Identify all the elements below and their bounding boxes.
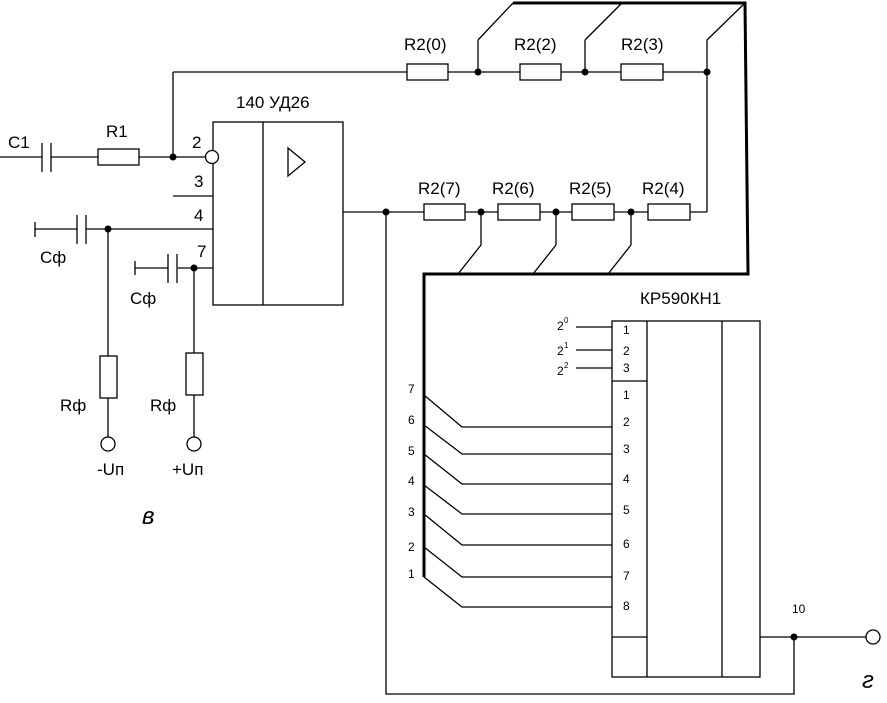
addr-base-1: 2 (557, 344, 564, 358)
r2-0-label: R2(0) (404, 35, 447, 54)
addr-exp-1: 1 (564, 341, 569, 350)
output-pin-label: 10 (792, 602, 806, 616)
panel-label-left: в (142, 503, 155, 530)
r1-resistor (97, 148, 140, 166)
switch-bus (422, 1, 750, 577)
r2-7-resistor (423, 203, 466, 221)
r1-label: R1 (106, 122, 128, 141)
mux-in-7: 7 (623, 569, 630, 583)
bus-label-6: 6 (408, 413, 415, 427)
c1-label: C1 (8, 133, 30, 152)
addr-exp-2: 2 (564, 361, 569, 370)
mux-in-6: 6 (623, 537, 630, 551)
addr-pin-1: 1 (623, 323, 630, 337)
addr-pin-3: 3 (623, 361, 630, 375)
addr-base-0: 2 (557, 319, 564, 333)
plus-supply-label: +Uп (172, 460, 203, 479)
r2-6-resistor (497, 203, 541, 221)
addr-base-2: 2 (557, 364, 564, 378)
pin-2-label: 2 (192, 133, 201, 152)
bus-label-7: 7 (408, 382, 415, 396)
r2-3-resistor (620, 63, 664, 81)
r2-4-resistor (647, 203, 691, 221)
r2-4-label: R2(4) (642, 179, 685, 198)
plus-supply-terminal (186, 436, 202, 452)
r2-3-label: R2(3) (621, 35, 664, 54)
pin-7-label: 7 (197, 242, 206, 261)
filter-capacitor-1 (34, 215, 108, 244)
pin-3-label: 3 (194, 172, 203, 191)
cf-label-1: Cф (40, 248, 66, 267)
panel-label-right: г (862, 667, 874, 694)
inverting-input-bubble (204, 149, 220, 165)
r2-5-resistor (571, 203, 615, 221)
bus-label-4: 4 (408, 474, 415, 488)
bus-label-1: 1 (408, 567, 415, 581)
bus-label-2: 2 (408, 540, 415, 554)
r2-6-label: R2(6) (492, 179, 535, 198)
mux-kp590kh1 (611, 320, 761, 678)
filter-capacitor-2 (134, 254, 178, 283)
r2-7-label: R2(7) (418, 179, 461, 198)
mux-label: КР590КН1 (640, 289, 721, 308)
addr-pin-2: 2 (623, 344, 630, 358)
rf-label-1: Rф (60, 396, 86, 415)
minus-supply-terminal (100, 436, 116, 452)
cf-label-2: Cф (130, 289, 156, 308)
r2-0-resistor (406, 63, 449, 81)
mux-in-2: 2 (623, 415, 630, 429)
input-c1-capacitor (0, 143, 98, 172)
mux-in-1: 1 (623, 388, 630, 402)
r2-2-resistor (519, 63, 562, 81)
rf-label-2: Rф (150, 396, 176, 415)
pin-4-label: 4 (194, 206, 203, 225)
mux-in-5: 5 (623, 503, 630, 517)
r2-2-label: R2(2) (514, 35, 557, 54)
mux-in-3: 3 (623, 442, 630, 456)
rf-resistor-2 (185, 352, 204, 396)
output-terminal (865, 629, 881, 645)
mux-in-8: 8 (623, 599, 630, 613)
rf-resistor-1 (99, 355, 118, 399)
addr-exp-0: 0 (564, 316, 569, 325)
r2-5-label: R2(5) (569, 179, 612, 198)
bus-label-5: 5 (408, 444, 415, 458)
opamp-label: 140 УД26 (236, 93, 310, 112)
bus-label-3: 3 (408, 505, 415, 519)
opamp-140ud26 (204, 121, 344, 306)
mux-in-4: 4 (623, 472, 630, 486)
minus-supply-label: -Uп (97, 460, 124, 479)
